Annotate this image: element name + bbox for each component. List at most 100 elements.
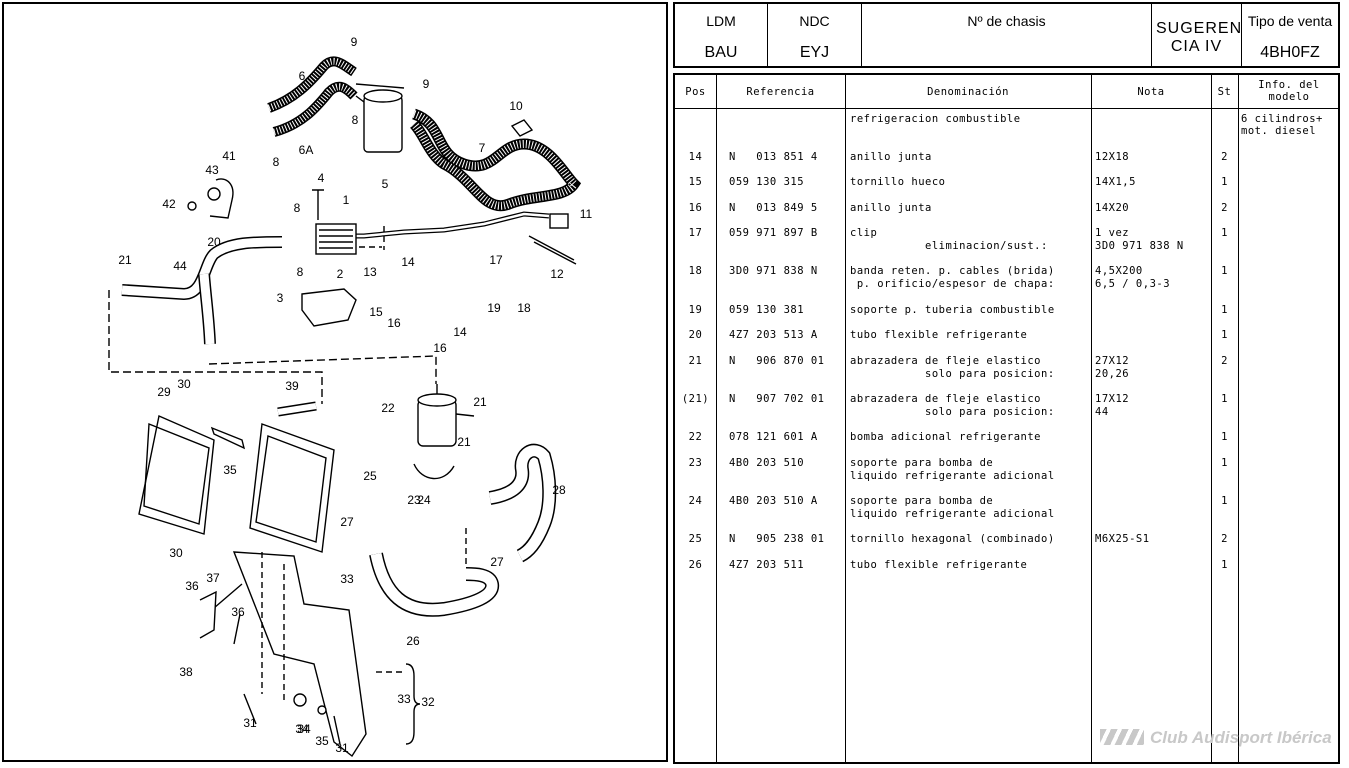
- callout-label: 32: [421, 695, 435, 709]
- callout-label: 27: [490, 555, 504, 569]
- parts-table: Pos Referencia Denominación Nota St Info…: [673, 73, 1340, 764]
- cell-denominacion: tornillo hexagonal (combinado): [850, 533, 1055, 545]
- header-cell-chassis: Nº de chasis: [862, 4, 1152, 66]
- column-divider: [1211, 75, 1212, 762]
- cell-referencia: 3D0 971 838 N: [729, 265, 818, 277]
- callout-label: 21: [457, 435, 471, 449]
- cell-st: 2: [1221, 202, 1228, 214]
- callout-label: 35: [223, 463, 237, 477]
- cell-referencia: 4Z7 203 511: [729, 559, 805, 571]
- header-title-tipo-venta: Tipo de venta: [1247, 13, 1333, 29]
- cell-st: 1: [1221, 227, 1228, 239]
- callout-label: 12: [550, 267, 564, 281]
- cell-referencia: 4Z7 203 513 A: [729, 329, 818, 341]
- header-title-ndc: NDC: [799, 13, 830, 29]
- cell-denominacion: soporte para bomba de liquido refrigeran…: [850, 495, 1055, 520]
- callout-label: 38: [179, 665, 193, 679]
- callout-label: 25: [363, 469, 377, 483]
- callout-label: 33: [397, 692, 411, 706]
- callout-label: 4: [318, 171, 325, 185]
- cell-referencia: N 013 851 4: [729, 151, 818, 163]
- callout-label: 17: [489, 253, 503, 267]
- cell-st: 1: [1221, 457, 1228, 469]
- callout-label: 29: [157, 385, 171, 399]
- callout-label: 30: [169, 546, 183, 560]
- callout-label: 16: [387, 316, 401, 330]
- cell-denominacion: abrazadera de fleje elastico solo para p…: [850, 393, 1055, 418]
- header-title-chassis: Nº de chasis: [967, 13, 1046, 29]
- cell-denominacion: anillo junta: [850, 202, 932, 214]
- cell-pos: 26: [688, 559, 703, 571]
- cell-referencia: 4B0 203 510 A: [729, 495, 818, 507]
- callout-label: 34: [295, 722, 309, 736]
- cell-st: 1: [1221, 495, 1228, 507]
- callout-label: 22: [381, 401, 395, 415]
- callout-label: 37: [206, 571, 220, 585]
- callout-label: 15: [369, 305, 383, 319]
- cell-referencia: 078 121 601 A: [729, 431, 818, 443]
- cell-st: 1: [1221, 431, 1228, 443]
- callout-label: 8: [352, 113, 359, 127]
- cell-nota: 12X18: [1095, 151, 1130, 163]
- cell-st: 1: [1221, 265, 1228, 277]
- callout-label: 10: [509, 99, 523, 113]
- header-cell-ndc: NDC EYJ: [768, 4, 862, 66]
- cell-pos: 21: [688, 355, 703, 367]
- cell-st: 1: [1221, 393, 1228, 405]
- cell-denominacion: clip eliminacion/sust.:: [850, 227, 1048, 252]
- callout-label: 8: [294, 201, 301, 215]
- callout-label: 8: [297, 265, 304, 279]
- cell-pos: 23: [688, 457, 703, 469]
- column-divider: [1091, 75, 1092, 762]
- club-logo-icon: [1100, 729, 1144, 745]
- cell-denominacion: abrazadera de fleje elastico solo para p…: [850, 355, 1055, 380]
- cell-nota: 14X1,5: [1095, 176, 1136, 188]
- callout-label: 18: [517, 301, 531, 315]
- cell-referencia: N 907 702 01: [729, 393, 825, 405]
- cell-pos: 14: [688, 151, 703, 163]
- cell-referencia: 059 130 381: [729, 304, 805, 316]
- callout-label: 5: [382, 177, 389, 191]
- cell-denominacion: anillo junta: [850, 151, 932, 163]
- cell-referencia: 059 130 315: [729, 176, 805, 188]
- header-value-ldm: BAU: [704, 44, 738, 61]
- cell-st: 1: [1221, 329, 1228, 341]
- cell-pos: 19: [688, 304, 703, 316]
- cell-st: 2: [1221, 533, 1228, 545]
- cell-pos: 24: [688, 495, 703, 507]
- callout-label: 14: [401, 255, 415, 269]
- callout-label: 26: [406, 634, 420, 648]
- callout-label: 31: [335, 741, 349, 755]
- watermark-text: Club Audisport Ibérica: [1150, 728, 1332, 747]
- cell-denominacion: tornillo hueco: [850, 176, 946, 188]
- header-cell-ldm: LDM BAU: [675, 4, 768, 66]
- cell-nota: 14X20: [1095, 202, 1130, 214]
- column-header-referencia: Referencia: [746, 86, 815, 98]
- callout-label: 2: [337, 267, 344, 281]
- callout-label: 41: [222, 149, 236, 163]
- callout-label: 1: [343, 193, 350, 207]
- cell-nota: 4,5X200 6,5 / 0,3-3: [1095, 265, 1171, 290]
- column-header-info-modelo: Info. del modelo: [1258, 79, 1320, 103]
- cell-pos: 16: [688, 202, 703, 214]
- cell-st: 1: [1221, 559, 1228, 571]
- header-title-ldm: LDM: [706, 13, 736, 29]
- callout-label: 42: [162, 197, 176, 211]
- callout-label: 21: [118, 253, 132, 267]
- callout-label: 28: [552, 483, 566, 497]
- callout-label: 6: [299, 69, 306, 83]
- column-header-st: St: [1217, 86, 1232, 98]
- cell-denominacion: banda reten. p. cables (brida) p. orific…: [850, 265, 1055, 290]
- callout-label: 33: [340, 572, 354, 586]
- callout-label: 31: [243, 716, 257, 730]
- cell-pos: 17: [688, 227, 703, 239]
- cell-pos: (21): [681, 393, 710, 405]
- callout-label: 20: [207, 235, 221, 249]
- cell-pos: 20: [688, 329, 703, 341]
- table-header-row: Pos Referencia Denominación Nota St Info…: [675, 75, 1338, 109]
- model-info: 6 cilindros+ mot. diesel: [1241, 113, 1323, 137]
- cell-st: 1: [1221, 176, 1228, 188]
- cell-referencia: N 905 238 01: [729, 533, 825, 545]
- callout-label: 19: [487, 301, 501, 315]
